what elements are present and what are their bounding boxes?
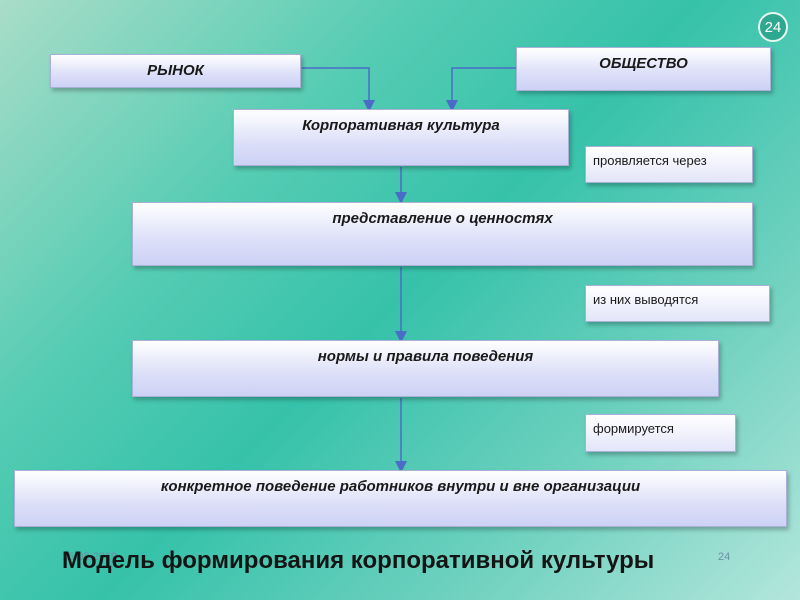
arrow-society-to-culture	[446, 67, 516, 112]
node-behavior: конкретное поведение работников внутри и…	[14, 470, 787, 527]
note-derived-from: из них выводятся	[585, 285, 770, 322]
node-corporate-culture-label: Корпоративная культура	[302, 117, 500, 134]
note-forms-label: формируется	[593, 421, 674, 436]
slide-number-badge: 24	[758, 12, 788, 42]
slide-title: Модель формирования корпоративной культу…	[62, 547, 655, 574]
node-values: представление о ценностях	[132, 202, 753, 266]
node-market-label: РЫНОК	[147, 62, 204, 79]
note-derived-from-label: из них выводятся	[593, 292, 699, 307]
node-society-label: ОБЩЕСТВО	[599, 55, 688, 72]
node-norms: нормы и правила поведения	[132, 340, 719, 397]
node-norms-label: нормы и правила поведения	[317, 348, 534, 365]
node-society: ОБЩЕСТВО	[516, 47, 771, 91]
footer-page-number: 24	[718, 551, 731, 563]
arrow-market-to-culture	[302, 67, 375, 112]
footer-date: 15.02.2019	[62, 551, 118, 563]
note-manifests-through: проявляется через	[585, 146, 753, 183]
node-market: РЫНОК	[50, 54, 301, 88]
node-corporate-culture: Корпоративная культура	[233, 109, 569, 166]
note-forms: формируется	[585, 414, 736, 452]
node-behavior-label: конкретное поведение работников внутри и…	[160, 478, 641, 495]
node-values-label: представление о ценностях	[332, 210, 553, 227]
note-manifests-through-label: проявляется через	[593, 153, 707, 168]
